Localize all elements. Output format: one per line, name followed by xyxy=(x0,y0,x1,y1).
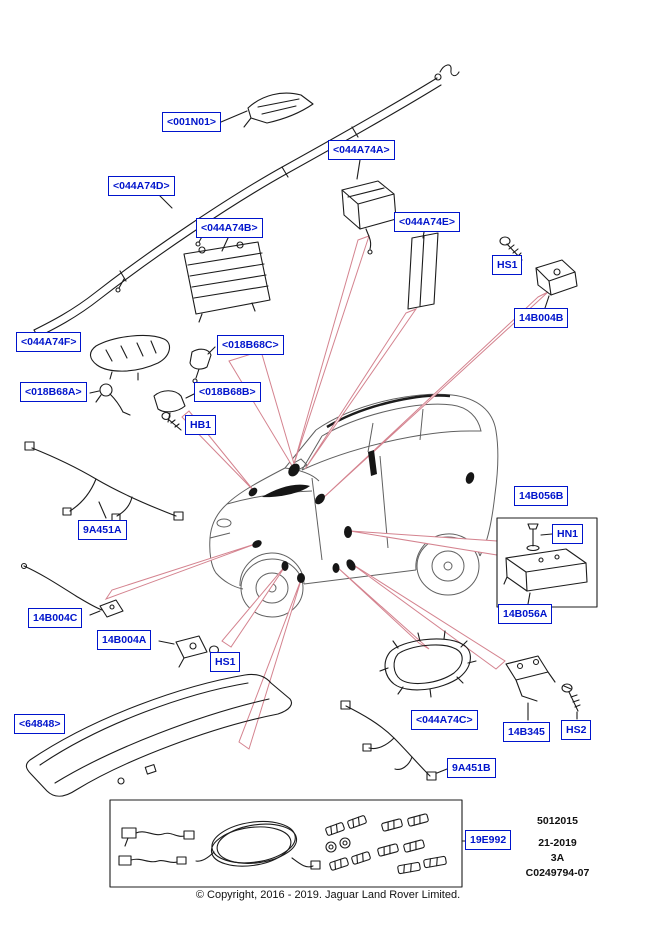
part-label-HS2[interactable]: HS2 xyxy=(561,720,592,740)
part-label-044A74A[interactable]: <044A74A> xyxy=(328,140,395,160)
kit-box-frame xyxy=(109,799,463,888)
screw-hs2-art xyxy=(561,683,581,712)
header-bag-fold-art xyxy=(243,92,314,128)
part-label-044A74E[interactable]: <044A74E> xyxy=(394,212,461,232)
part-label-HS1-top[interactable]: HS1 xyxy=(492,255,523,275)
part-label-044A74F[interactable]: <044A74F> xyxy=(16,332,82,352)
doc-info-block: 5012015 21-2019 3A C0249794-07 xyxy=(505,814,610,881)
clip-a-art xyxy=(95,383,131,416)
part-label-14B056B[interactable]: 14B056B xyxy=(514,486,569,506)
part-label-9A451B[interactable]: 9A451B xyxy=(447,758,496,778)
passenger-airbag-art xyxy=(341,180,397,255)
doc-date: 21-2019 xyxy=(538,837,577,849)
harness-a-art xyxy=(24,441,184,522)
part-label-044A74C[interactable]: <044A74C> xyxy=(411,710,478,730)
pointer-lines xyxy=(89,110,578,842)
copyright-text: © Copyright, 2016 - 2019. Jaguar Land Ro… xyxy=(195,889,461,901)
sensor-a-art xyxy=(175,635,208,668)
part-label-018B68C[interactable]: <018B68C> xyxy=(217,335,284,355)
doc-drawing: C0249794-07 xyxy=(525,867,590,879)
part-label-14B056A[interactable]: 14B056A xyxy=(498,604,553,624)
part-label-HN1[interactable]: HN1 xyxy=(552,524,584,544)
part-label-9A451A[interactable]: 9A451A xyxy=(78,520,127,540)
part-label-14B004A[interactable]: 14B004A xyxy=(97,630,152,650)
doc-number: 5012015 xyxy=(537,815,578,827)
mount-points xyxy=(248,450,475,583)
windshield-art xyxy=(25,673,293,797)
part-label-14B345[interactable]: 14B345 xyxy=(503,722,550,742)
sensor-c-wire-art xyxy=(20,562,124,618)
load-floor-art xyxy=(379,630,477,698)
part-label-HB1[interactable]: HB1 xyxy=(185,415,217,435)
side-airbag-art xyxy=(407,232,439,310)
part-label-HS1-mid[interactable]: HS1 xyxy=(210,652,241,672)
knee-airbag-art xyxy=(89,334,171,381)
doc-sheet: 3A xyxy=(550,852,565,864)
harness-b-art xyxy=(340,700,437,781)
leader-wedges xyxy=(104,235,549,750)
impact-sensor-b-art xyxy=(535,259,578,296)
part-label-001N01[interactable]: <001N01> xyxy=(162,112,222,132)
part-label-018B68A[interactable]: <018B68A> xyxy=(20,382,87,402)
part-label-64848[interactable]: <64848> xyxy=(14,714,66,734)
part-label-14B004C[interactable]: 14B004C xyxy=(28,608,83,628)
bolt-hs1-top-art xyxy=(499,236,523,261)
part-label-044A74B[interactable]: <044A74B> xyxy=(196,218,263,238)
part-label-018B68B[interactable]: <018B68B> xyxy=(194,382,261,402)
part-label-14B004B[interactable]: 14B004B xyxy=(514,308,569,328)
service-kit-art xyxy=(109,799,463,888)
part-label-044A74D[interactable]: <044A74D> xyxy=(108,176,175,196)
bracket-module-art xyxy=(505,655,556,702)
bolt-hb1-art xyxy=(161,411,182,431)
inflator-module-art xyxy=(183,241,271,323)
part-label-19E992[interactable]: 19E992 xyxy=(465,830,512,850)
